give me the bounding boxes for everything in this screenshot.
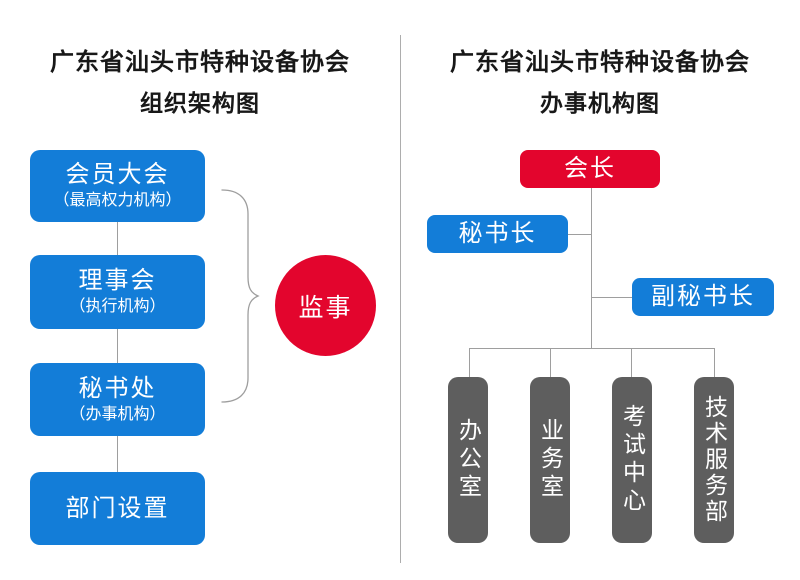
node-member-assembly: 会员大会 （最高权力机构） [30, 150, 205, 222]
node-council-sublabel: （执行机构） [69, 298, 166, 316]
node-dept-business-label: 业务室 [537, 418, 564, 502]
node-deputy-secretary-general: 副秘书长 [632, 278, 774, 316]
node-departments: 部门设置 [30, 472, 205, 545]
connector-line [631, 348, 632, 377]
connector-line [550, 348, 551, 377]
connector-line [591, 297, 632, 298]
left-chart-title-line1: 广东省汕头市特种设备协会 [50, 49, 350, 76]
node-president-label: 会长 [564, 155, 616, 182]
node-president: 会长 [520, 150, 660, 188]
node-supervisor: 监事 [275, 255, 376, 356]
node-secretariat: 秘书处 （办事机构） [30, 363, 205, 436]
node-dept-office: 办公室 [448, 377, 488, 543]
node-council: 理事会 （执行机构） [30, 255, 205, 329]
connector-line [591, 188, 592, 349]
connector-line [117, 222, 118, 255]
node-dept-business: 业务室 [530, 377, 570, 543]
connector-line [469, 348, 470, 377]
node-dept-office-label: 办公室 [455, 418, 482, 502]
node-member-assembly-sublabel: （最高权力机构） [53, 192, 182, 210]
node-dept-exam-center: 考试中心 [612, 377, 652, 543]
node-supervisor-label: 监事 [298, 293, 353, 322]
connector-line [469, 348, 715, 349]
right-chart-title-line2: 办事机构图 [540, 90, 660, 116]
connector-line [117, 436, 118, 472]
brace-connector [221, 189, 260, 403]
connector-line [714, 348, 715, 377]
divider-line [400, 35, 401, 563]
node-dept-tech-service-label: 技术服务部 [701, 395, 728, 525]
left-chart-title-line2: 组织架构图 [140, 90, 260, 116]
right-chart-title-line1: 广东省汕头市特种设备协会 [450, 49, 750, 76]
connector-line [568, 234, 592, 235]
node-secretariat-label: 秘书处 [78, 374, 157, 402]
node-secretary-general: 秘书长 [427, 215, 568, 253]
node-dept-tech-service: 技术服务部 [694, 377, 734, 543]
node-deputy-secretary-general-label: 副秘书长 [651, 283, 755, 310]
node-council-label: 理事会 [78, 267, 157, 295]
node-member-assembly-label: 会员大会 [65, 161, 170, 189]
node-secretary-general-label: 秘书长 [458, 220, 537, 247]
brace-path [221, 189, 260, 403]
node-departments-label: 部门设置 [65, 494, 170, 522]
node-secretariat-sublabel: （办事机构） [69, 405, 166, 423]
node-dept-exam-center-label: 考试中心 [619, 404, 646, 516]
connector-line [117, 329, 118, 363]
